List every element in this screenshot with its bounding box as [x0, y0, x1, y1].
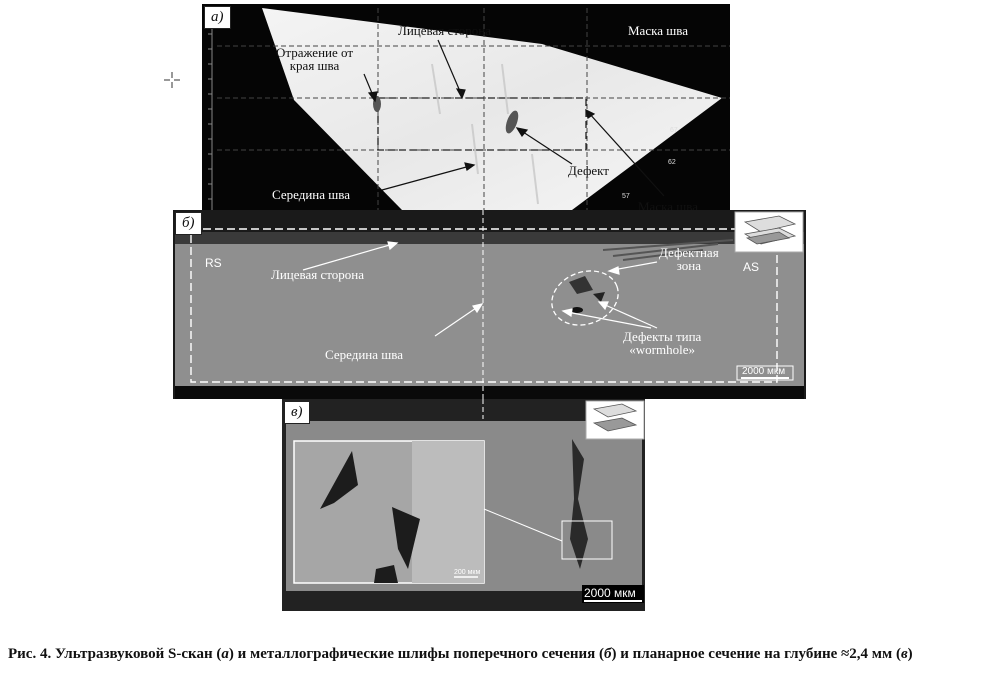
scale-bar-c: 2000 мкм	[584, 586, 636, 600]
panel-b-cross-section: б) RS AS Лицевая сторона Дефектная зона …	[173, 210, 806, 399]
label-defect-zone: Дефектная зона	[659, 245, 719, 273]
scan-number-57: 57	[622, 193, 630, 200]
panel-a-ultrasonic-scan: 67 62 57 а) Лицевая сторона Маска шва От…	[202, 4, 730, 230]
label-edge-reflection: Отражение от края шва	[276, 45, 354, 73]
label-face-side-b: Лицевая сторона	[271, 267, 364, 282]
label-weld-mask-bottom: Маска шва	[638, 199, 698, 214]
caption-text-1: Ультразвуковой S-скан (	[54, 646, 222, 662]
caption-text-4: )	[907, 646, 913, 662]
label-defect-a: Дефект	[568, 163, 609, 178]
panel-c-planar-section: в) 200 мкм 2000 мкм	[282, 399, 645, 611]
panel-c-tag: в)	[284, 401, 310, 424]
label-as: AS	[743, 260, 760, 274]
scale-bar-b: 2000 мкм	[742, 366, 786, 377]
label-face-side-a: Лицевая сторона	[398, 23, 491, 38]
caption-text-3: ) и планарное сечение на глубине ≈2,4 мм…	[611, 646, 901, 662]
inset-scale-bar: 200 мкм	[454, 569, 481, 576]
s-scan-image: 67 62 57	[202, 4, 730, 230]
label-weld-middle-b: Середина шва	[325, 347, 403, 362]
figure-caption: Рис. 4. Ультразвуковой S-скан (а) и мета…	[8, 644, 976, 664]
caption-ref-b: б	[604, 646, 612, 662]
label-weld-middle-a: Середина шва	[272, 187, 350, 202]
label-wormhole-defects: Дефекты типа «wormhole»	[623, 329, 702, 357]
panel-b-tag: б)	[175, 212, 202, 235]
caption-fig-label: Рис. 4.	[8, 646, 52, 662]
scan-number-62: 62	[668, 159, 676, 166]
label-rs: RS	[205, 256, 222, 270]
caption-ref-a: а	[221, 646, 229, 662]
label-weld-mask-top: Маска шва	[628, 23, 688, 38]
scan-number-67: 67	[670, 127, 678, 134]
planar-section-image	[282, 399, 645, 611]
cross-section-image	[173, 210, 806, 399]
caption-text-2: ) и металлографические шлифы поперечного…	[228, 646, 605, 662]
caption-ref-c: в	[900, 646, 908, 662]
crosshair-cursor-icon	[164, 72, 180, 88]
panel-a-tag: а)	[204, 6, 231, 29]
